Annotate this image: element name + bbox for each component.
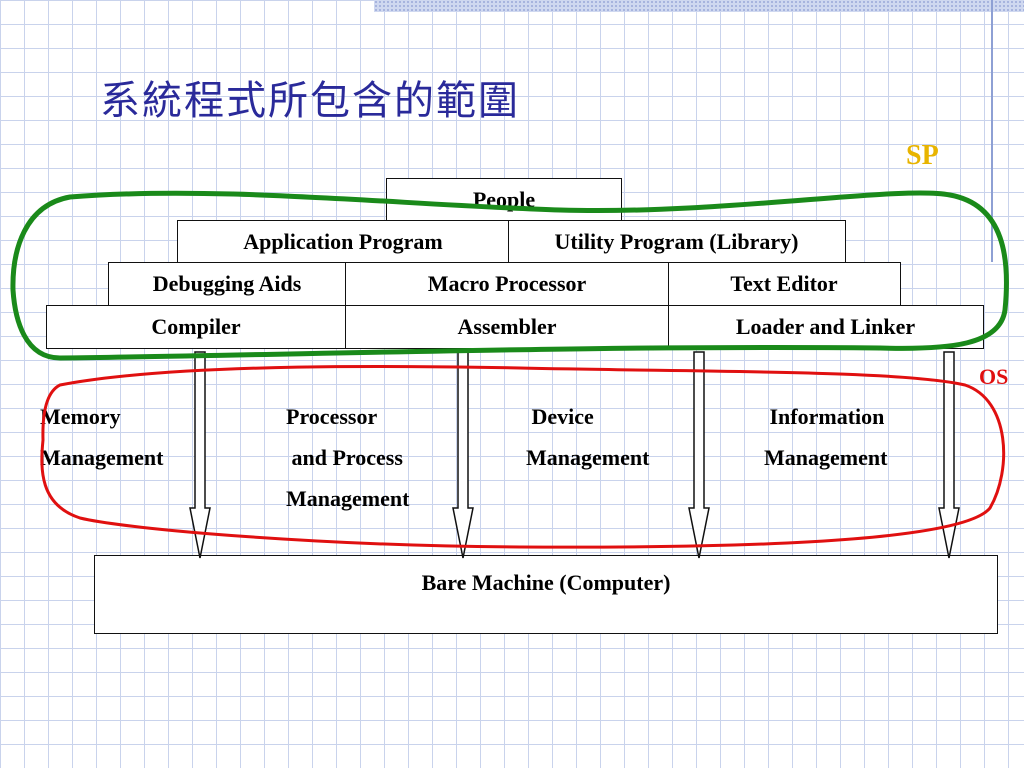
debugging-aids-box: Debugging Aids — [109, 263, 345, 305]
loader-linker-label: Loader and Linker — [735, 314, 916, 339]
bare-machine-box: Bare Machine (Computer) — [94, 555, 998, 634]
macro-processor-label: Macro Processor — [427, 271, 587, 296]
debugging-aids-label: Debugging Aids — [152, 271, 302, 296]
assembler-box: Assembler — [345, 306, 668, 348]
os-label: OS — [979, 364, 1009, 389]
processor-management-text: Processor and Process Management — [286, 404, 410, 511]
application-program-label: Application Program — [243, 229, 443, 254]
text-editor-box: Text Editor — [668, 263, 899, 305]
layer-translators: Compiler Assembler Loader and Linker — [46, 305, 984, 349]
arrow-processor — [452, 351, 474, 559]
compiler-box: Compiler — [47, 306, 345, 348]
compiler-label: Compiler — [151, 314, 241, 339]
arrow-information — [938, 351, 960, 559]
text-editor-label: Text Editor — [730, 271, 838, 296]
macro-processor-box: Macro Processor — [345, 263, 668, 305]
decorative-vertical-line — [991, 0, 993, 262]
bare-machine-label: Bare Machine (Computer) — [421, 570, 671, 595]
layer-applications: Application Program Utility Program (Lib… — [177, 220, 846, 264]
device-management-text: Device Management — [526, 404, 650, 470]
layer-tools: Debugging Aids Macro Processor Text Edit… — [108, 262, 901, 306]
arrow-device — [688, 351, 710, 559]
memory-management-text: Memory Management — [40, 404, 164, 470]
sp-label: SP — [906, 140, 939, 171]
decorative-top-band — [374, 0, 1024, 12]
arrow-memory — [189, 351, 211, 559]
information-management-text: Information Management — [764, 404, 888, 470]
people-label: People — [472, 187, 536, 212]
assembler-label: Assembler — [457, 314, 557, 339]
loader-linker-box: Loader and Linker — [668, 306, 982, 348]
people-box: People — [386, 178, 622, 222]
utility-program-box: Utility Program (Library) — [508, 221, 844, 263]
application-program-box: Application Program — [178, 221, 508, 263]
slide-title: 系統程式所包含的範圍 — [100, 78, 520, 124]
utility-program-label: Utility Program (Library) — [554, 229, 799, 254]
